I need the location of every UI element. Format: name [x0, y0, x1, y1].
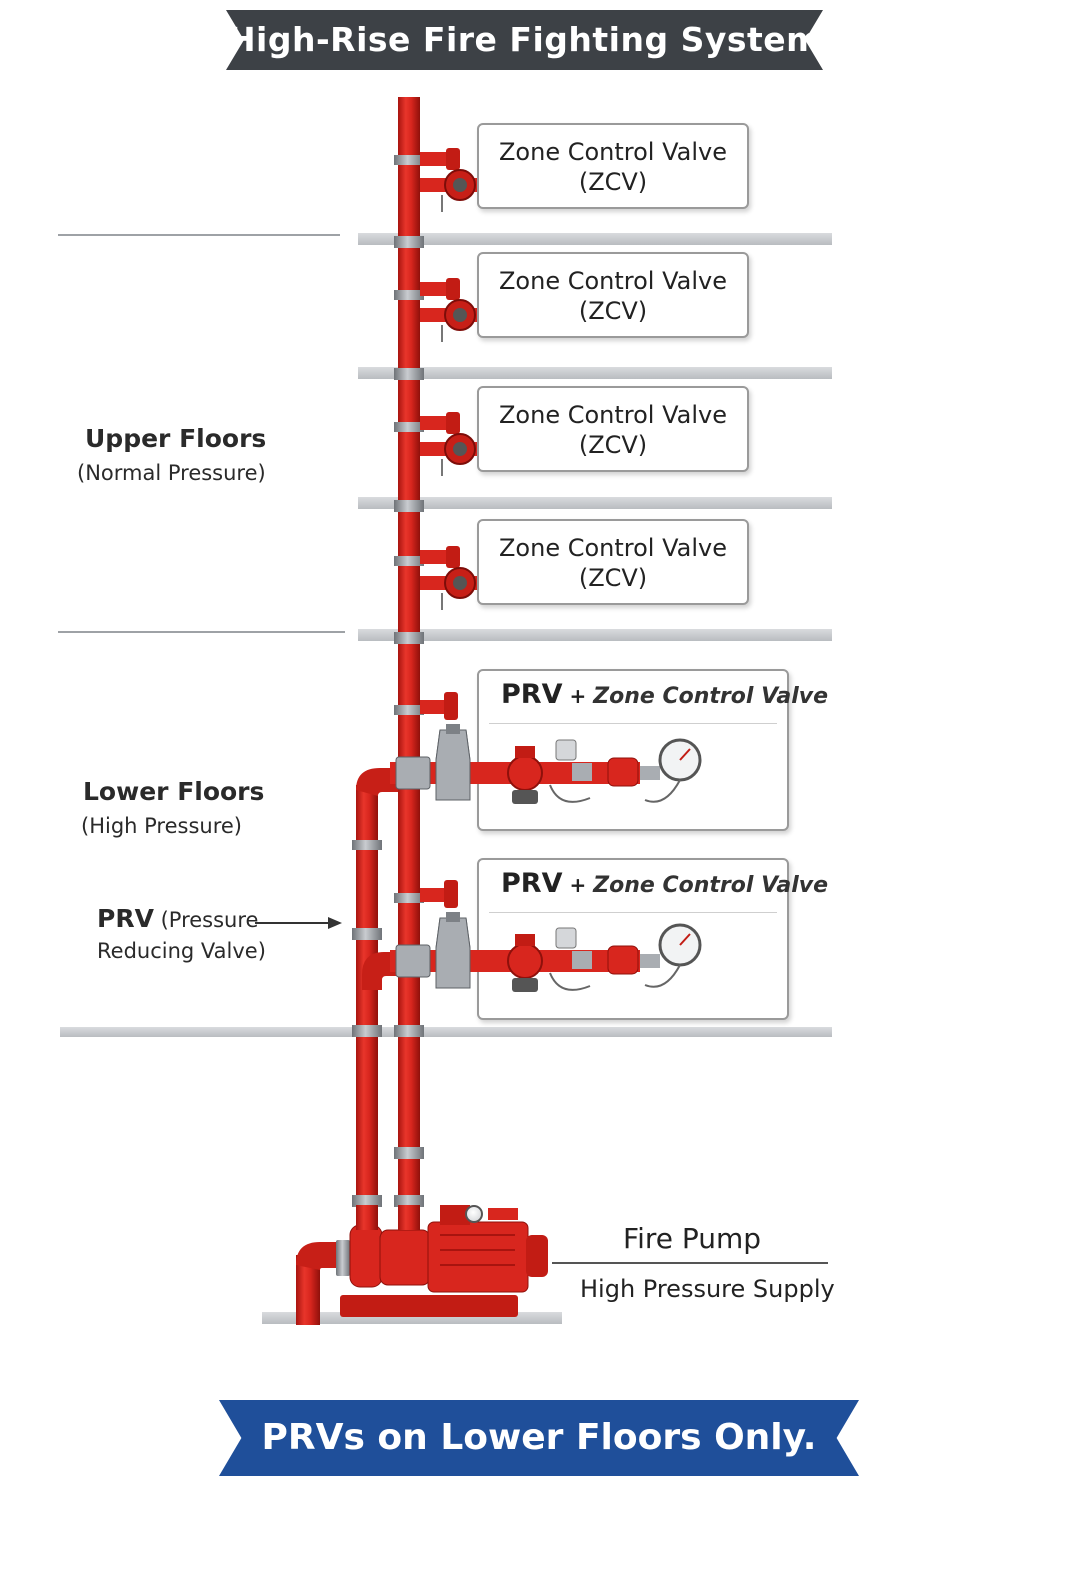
footer-banner: [219, 1400, 859, 1476]
zcv-label-box: Zone Control Valve (ZCV): [477, 123, 749, 209]
upper-floors-subtitle: (Normal Pressure): [77, 461, 266, 485]
prv-callout-abbr: PRV: [97, 904, 154, 933]
main-riser: [394, 97, 424, 1232]
prv-label-abbr: PRV: [501, 868, 563, 899]
zcv-label-abbr: (ZCV): [578, 297, 648, 325]
page-title: High-Rise Fire Fighting System: [227, 20, 822, 59]
prv-label-box: PRV + Zone Control Valve: [477, 858, 828, 1020]
prv-label-plus: +: [562, 873, 594, 897]
zcv-label-box: Zone Control Valve (ZCV): [477, 252, 749, 338]
zone-control-valve-icon: [420, 412, 490, 476]
upper-floors-heading: Upper Floors: [85, 424, 267, 453]
floor-slabs: [58, 233, 832, 1037]
zcv-label-title: Zone Control Valve: [498, 534, 727, 562]
lower-floors-heading: Lower Floors: [83, 777, 265, 806]
title-banner: [226, 10, 823, 70]
fire-pump-sublabel: High Pressure Supply: [580, 1275, 835, 1303]
prv-label-abbr: PRV: [501, 679, 563, 710]
zcv-label-title: Zone Control Valve: [498, 401, 727, 429]
zcv-label-box: Zone Control Valve (ZCV): [477, 519, 749, 605]
prv-label-text: Zone Control Valve: [593, 873, 829, 898]
prv-label-plus: +: [562, 684, 594, 708]
prv-callout: PRV (Pressure: [97, 904, 258, 933]
zone-control-valve-icon: [420, 278, 490, 342]
prv-label-text: Zone Control Valve: [593, 684, 829, 709]
zcv-label-abbr: (ZCV): [578, 564, 648, 592]
prv-label-box: PRV + Zone Control Valve: [477, 669, 828, 831]
prv-callout-line1: (Pressure: [153, 908, 259, 932]
lower-floors-subtitle: (High Pressure): [81, 814, 242, 838]
prv-label-header: PRV + Zone Control Valve: [501, 679, 828, 710]
arrow-right-icon: [255, 917, 342, 929]
footer-message: PRVs on Lower Floors Only.: [261, 1417, 817, 1458]
zcv-label-abbr: (ZCV): [578, 168, 648, 196]
zcv-label-abbr: (ZCV): [578, 431, 648, 459]
fire-pump-label: Fire Pump: [623, 1222, 762, 1255]
prv-callout-line2: Reducing Valve): [97, 939, 266, 963]
zcv-label-box: Zone Control Valve (ZCV): [477, 386, 749, 472]
zcv-label-title: Zone Control Valve: [498, 267, 727, 295]
prv-label-divider: [489, 912, 777, 913]
prv-label-divider: [489, 723, 777, 724]
lower-zone-riser: [352, 768, 400, 1225]
zcv-label-title: Zone Control Valve: [498, 138, 727, 166]
prv-label-header: PRV + Zone Control Valve: [501, 868, 828, 899]
fire-pump-icon: [262, 1205, 562, 1325]
